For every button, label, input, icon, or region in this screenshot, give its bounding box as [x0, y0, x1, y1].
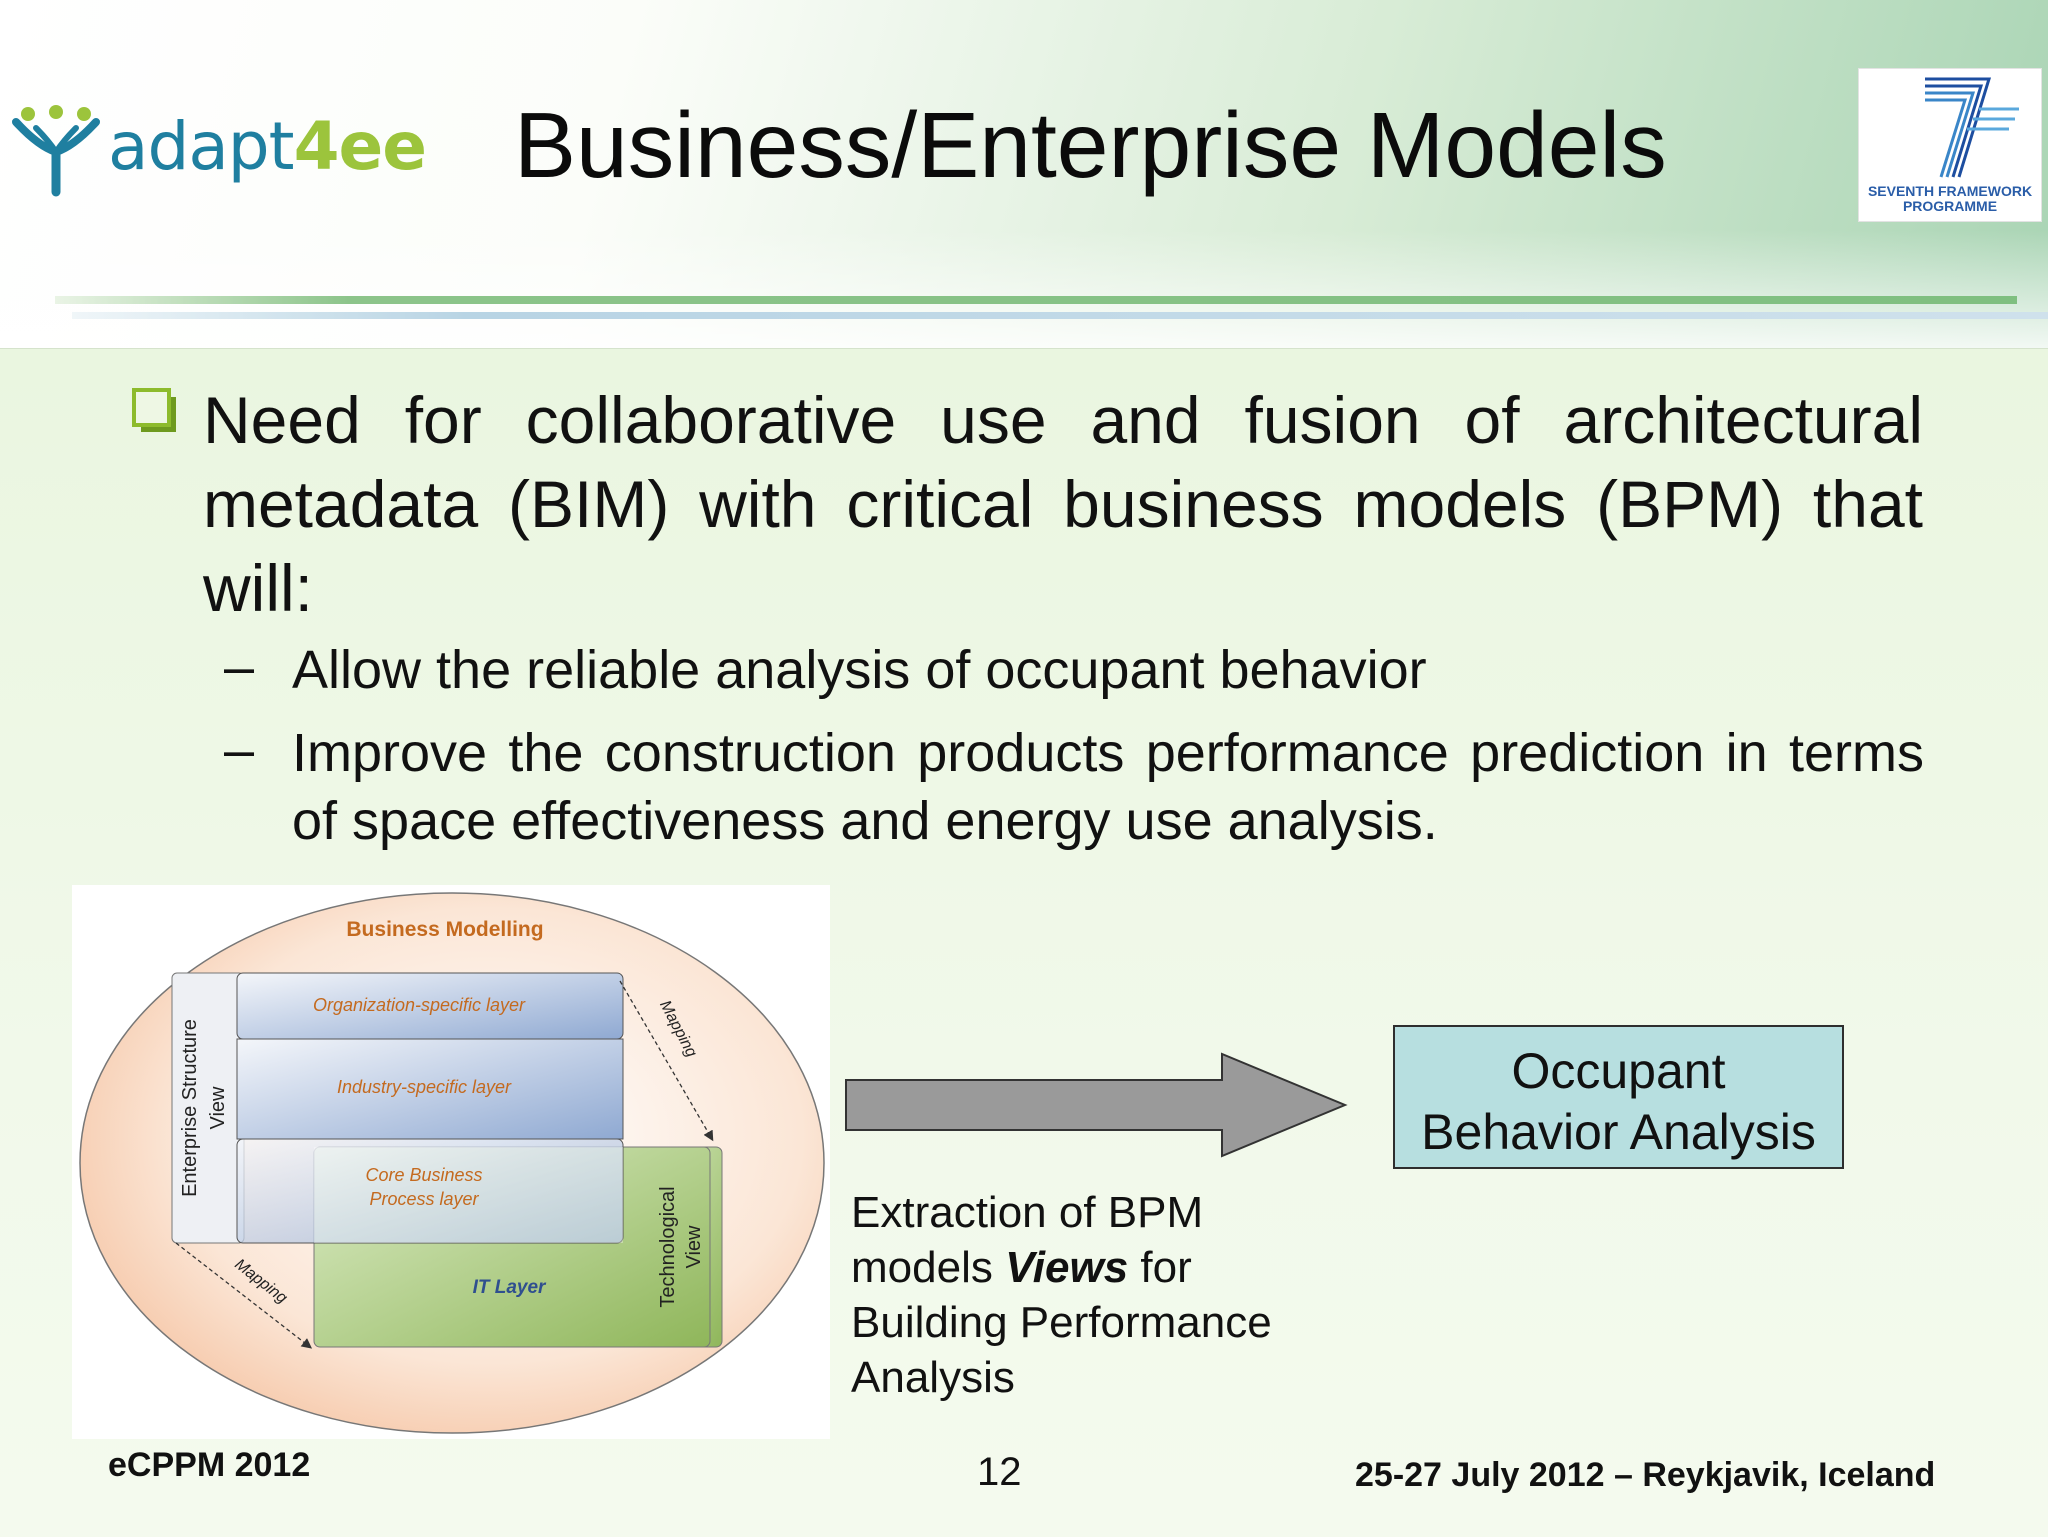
mapping-arrow-bottom — [175, 1242, 313, 1349]
subbullet-dash-2: – — [224, 720, 255, 780]
extraction-line1: Extraction of BPM — [851, 1188, 1204, 1237]
label-industry-layer: Industry-specific layer — [337, 1077, 512, 1097]
business-modelling-diagram: Business Modelling Organization-specific… — [72, 885, 830, 1439]
label-organization-layer: Organization-specific layer — [313, 995, 526, 1015]
extraction-line2: models Views for — [851, 1240, 1351, 1295]
mapping-arrow-top — [619, 980, 714, 1142]
page-title: Business/Enterprise Models — [514, 93, 1667, 197]
extraction-line4: Analysis — [851, 1353, 1015, 1402]
subbullet-text-1: Allow the reliable analysis of occupant … — [292, 640, 1427, 700]
industry-layer-box — [236, 1038, 624, 1140]
fp7-caption-line2: PROGRAMME — [1902, 198, 1998, 214]
label-it-layer: IT Layer — [473, 1277, 547, 1298]
label-technological-view-1: Technological — [657, 1186, 679, 1307]
header-rule-green — [55, 296, 2017, 304]
extraction-line2-pre: models — [851, 1243, 1006, 1292]
label-business-modelling: Business Modelling — [346, 918, 543, 941]
main-bullet-text: Need for collaborative use and fusion of… — [203, 383, 1923, 625]
right-arrow-icon — [845, 1052, 1348, 1158]
extraction-line2-em: Views — [1005, 1243, 1129, 1292]
hollow-square-bullet-icon — [132, 388, 176, 432]
core-business-overlap — [314, 1147, 623, 1243]
diagram-canvas: Business Modelling Organization-specific… — [79, 892, 825, 1434]
header-rule-blue — [72, 312, 2048, 319]
logo-suffix: 4ee — [293, 108, 427, 185]
fp7-caption: SEVENTH FRAMEWORK PROGRAMME — [1859, 184, 2041, 214]
label-technological-view-2: View — [683, 1225, 705, 1269]
fp7-caption-line1: SEVENTH FRAMEWORK — [1867, 183, 2033, 199]
footer-page-number: 12 — [977, 1450, 1022, 1494]
fp7-seven-icon — [1925, 77, 2019, 178]
occupant-behavior-box: Occupant Behavior Analysis — [1393, 1025, 1844, 1169]
label-enterprise-view-1: Enterprise Structure — [179, 1019, 201, 1197]
subbullet-dash-1: – — [224, 637, 255, 697]
extraction-caption: Extraction of BPM models Views for Build… — [851, 1185, 1351, 1405]
core-business-layer-box — [236, 1138, 624, 1244]
people-tree-icon — [12, 105, 100, 197]
logo-wordmark: adapt4ee — [108, 108, 427, 185]
occupant-line1: Occupant — [1511, 1043, 1726, 1099]
footer-conference: eCPPM 2012 — [108, 1446, 311, 1484]
header-fade — [0, 230, 2048, 348]
extraction-line2-post: for — [1128, 1243, 1192, 1292]
logo-prefix: adapt — [108, 108, 295, 185]
extraction-line3: Building Performance — [851, 1298, 1272, 1347]
adapt4ee-logo: adapt4ee — [8, 100, 427, 200]
occupant-line2: Behavior Analysis — [1421, 1104, 1816, 1160]
footer-date-location: 25-27 July 2012 – Reykjavik, Iceland — [1355, 1456, 1936, 1494]
fp7-logo: SEVENTH FRAMEWORK PROGRAMME — [1858, 68, 2042, 222]
subbullet-text-2: Improve the construction products perfor… — [292, 723, 1924, 851]
label-enterprise-view-2: View — [207, 1086, 229, 1130]
